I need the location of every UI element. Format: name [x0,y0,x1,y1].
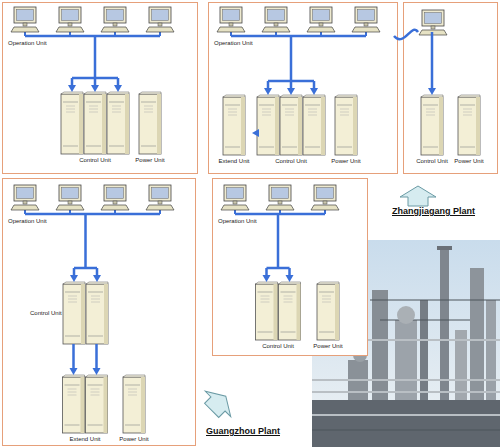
cabinet-icon [317,282,339,340]
unit-label: Control Unit [30,309,62,317]
computer-icon [101,185,129,210]
unit-art [256,95,326,165]
computer-icon [56,7,84,32]
unit-label: Extend Unit [52,435,118,443]
unit-label: Control Unit [408,157,456,165]
cabinet-icon [86,282,108,344]
connector [70,230,101,282]
unit-art [60,92,130,164]
computer-icon [101,7,129,32]
unit-label: Operation Unit [218,217,257,225]
cabinet-unit: Power Unit [134,92,166,164]
connector [70,344,101,375]
cabinet-icon [256,282,278,340]
unit-label: Power Unit [446,157,492,165]
unit-art [134,92,166,164]
cabinet-icon [421,95,443,155]
unit-label: Power Unit [306,342,350,350]
operation-unit: Operation Unit [218,184,363,230]
operation-unit: Operation Unit [8,184,194,230]
plant-panel: Control UnitPower Unit [403,2,498,174]
cabinet-icon [63,375,85,433]
plant-name: Zhangjiagang Plant [392,206,475,217]
computer-icon [11,7,39,32]
plant-panel: Operation UnitControl UnitPower Unit [212,178,368,356]
computer-icon [11,185,39,210]
plant-panel: Operation UnitControl UnitExtend UnitPow… [2,178,196,446]
unit-art [118,375,150,443]
cabinet-icon [223,95,245,155]
unit-art [414,95,450,165]
computer-icon [352,7,380,32]
unit-label: Control Unit [250,157,332,165]
unit-label: Control Unit [244,342,312,350]
connector [264,50,318,95]
unit-label: Power Unit [324,157,368,165]
cabinet-icon [335,95,357,155]
unit-art [250,282,306,350]
unit-label: Operation Unit [8,39,47,47]
unit-label: Operation Unit [214,39,253,47]
computer-icon [266,185,294,210]
unit-art [58,375,112,443]
connector [394,30,436,95]
unit-label: Power Unit [112,435,156,443]
cabinet-icon [84,92,106,154]
computer-icon [56,185,84,210]
cabinet-icon [303,95,325,155]
cabinet-icon [257,95,279,155]
pointer-arrow [199,383,239,423]
unit-label: Operation Unit [8,217,47,225]
computer-icon [262,7,290,32]
cabinet-icon [280,95,302,155]
computer-icon [419,10,447,35]
cabinet-icon [139,92,161,154]
computer-icon [146,185,174,210]
computer-icon [146,7,174,32]
unit-art [216,95,252,165]
unit-art [404,3,499,175]
cabinet-unit: Extend Unit [216,95,252,165]
cabinet-icon [279,282,301,340]
cabinet-unit: Power Unit [118,375,150,443]
connector [263,230,294,282]
computer-icon [311,185,339,210]
cabinet-icon [107,92,129,154]
cabinet-unit: Power Unit [330,95,362,165]
computer-icon [221,185,249,210]
plant-name: Guangzhou Plant [206,426,280,437]
cabinet-unit: Control Unit [250,282,306,350]
unit-label: Power Unit [128,156,172,164]
cabinet-icon [86,375,108,433]
cabinet-unit: Power Unit [452,95,486,165]
operation-unit: Operation Unit [214,6,394,50]
cabinet-icon [61,92,83,154]
unit-art [312,282,344,350]
cabinet-icon [63,282,85,344]
connector [68,50,122,92]
computer-icon [217,7,245,32]
unit-label: Control Unit [54,156,136,164]
unit-art [452,95,486,165]
plant-panel: Operation UnitExtend UnitControl UnitPow… [208,2,398,174]
unit-art [330,95,362,165]
cabinet-unit: Control Unit [30,282,108,344]
operation-unit: Operation Unit [8,6,194,50]
cabinet-unit: Extend Unit [58,375,112,443]
pointer-arrow [400,186,436,206]
computer-icon [307,7,335,32]
cabinet-icon [123,375,145,433]
plant-panel: Operation UnitControl UnitPower Unit [2,2,198,174]
cabinet-icon [458,95,480,155]
unit-label: Extend Unit [210,157,258,165]
cabinet-unit: Control Unit [60,92,130,164]
cabinet-unit: Control Unit [414,95,450,165]
cabinet-unit: Power Unit [312,282,344,350]
connector [252,129,259,137]
cabinet-unit: Control Unit [256,95,326,165]
